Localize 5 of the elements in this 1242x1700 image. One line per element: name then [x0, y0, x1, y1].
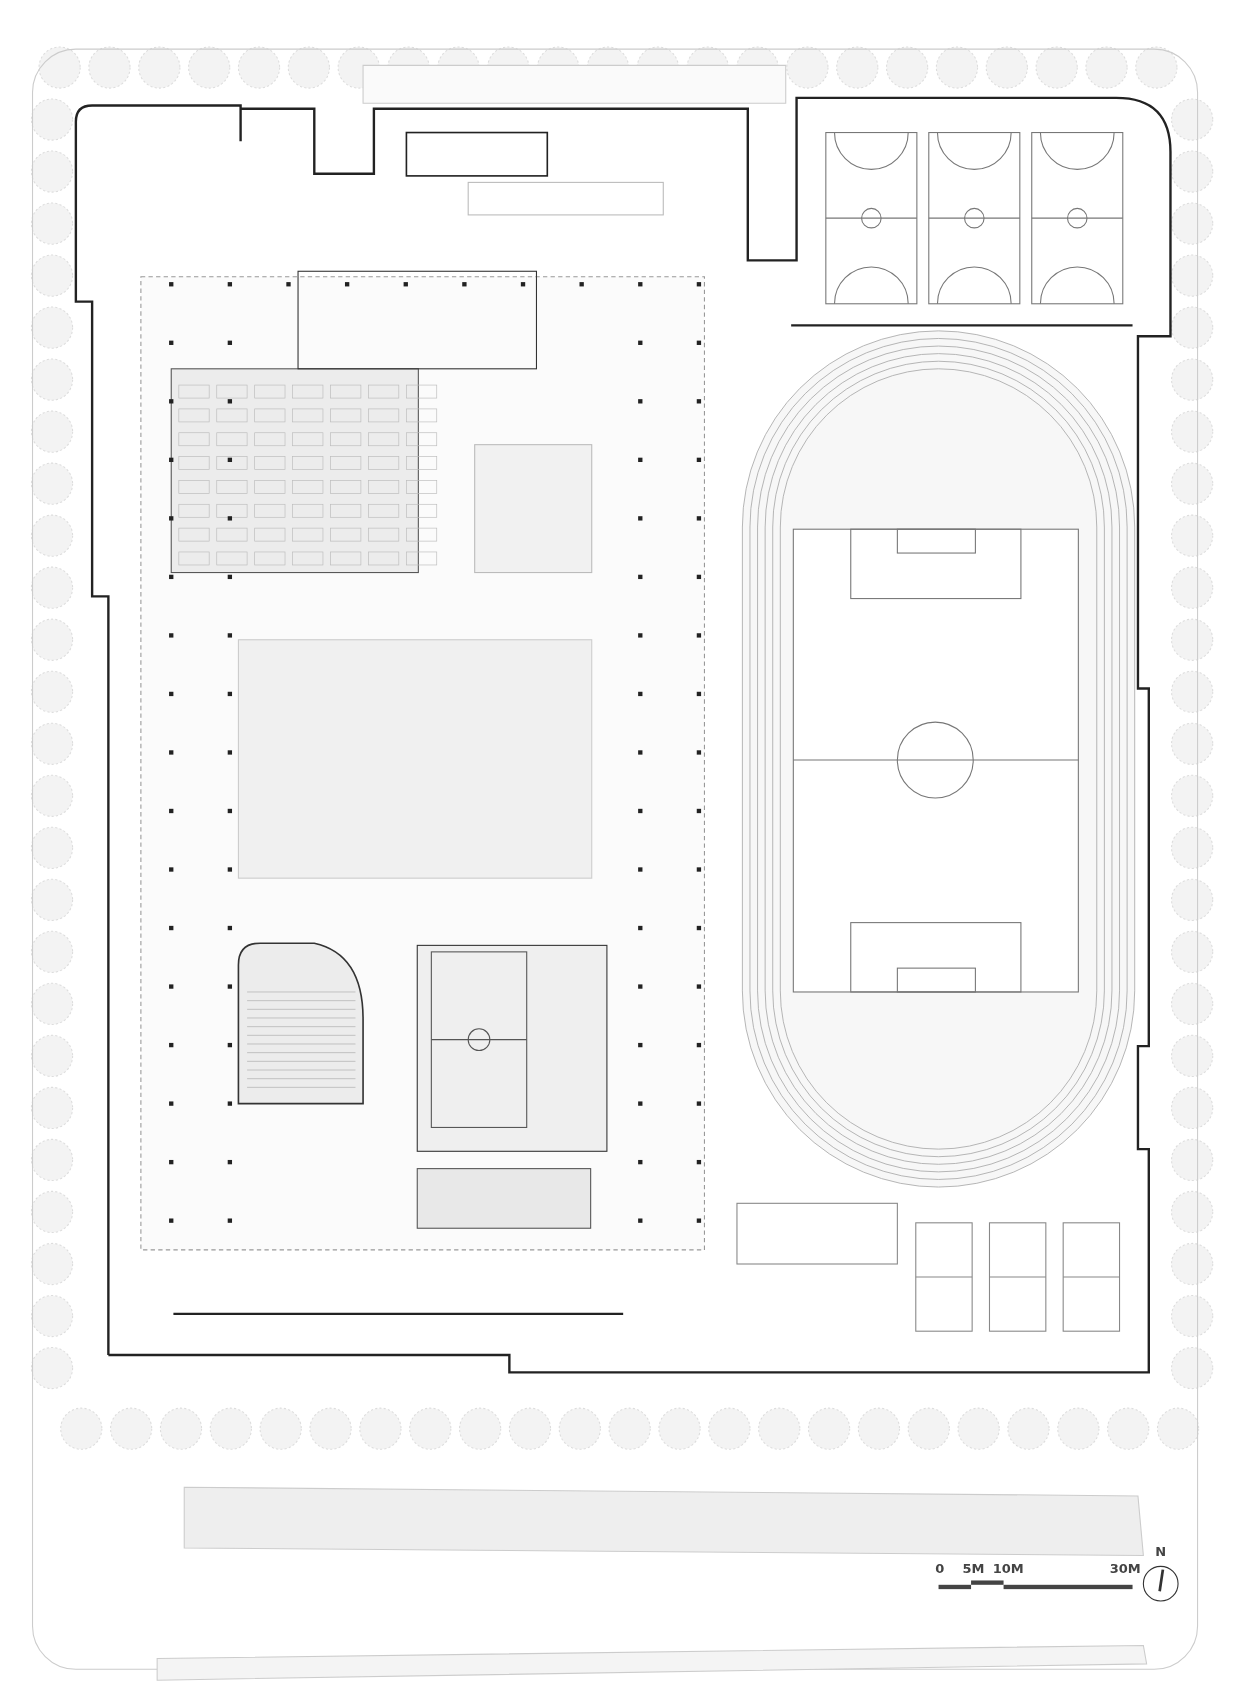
- scale-label: 0: [935, 1561, 945, 1575]
- scale-label: 5M: [962, 1561, 985, 1575]
- scale-label: 30M: [1109, 1561, 1141, 1575]
- scale-label: 10M: [992, 1561, 1024, 1575]
- north-label: N: [1155, 1545, 1167, 1559]
